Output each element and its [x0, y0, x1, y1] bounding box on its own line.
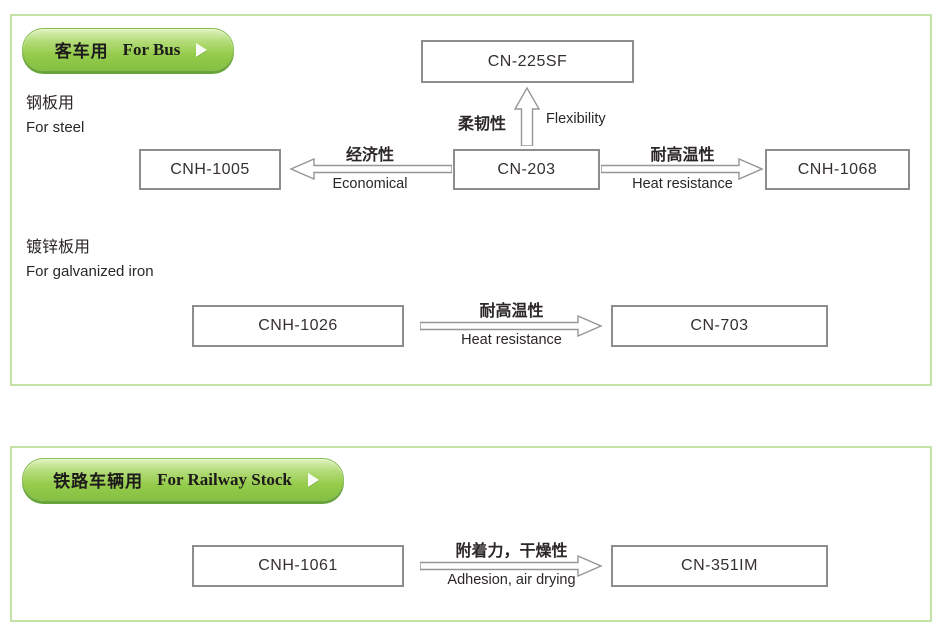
node-cn-225sf: CN-225SF: [421, 40, 634, 83]
flexibility-label-zh: 柔韧性: [457, 116, 506, 133]
railway-header-button[interactable]: 铁路车辆用 For Railway Stock: [22, 458, 344, 501]
bus-header-button[interactable]: 客车用 For Bus: [22, 28, 234, 71]
node-cn-203: CN-203: [453, 149, 600, 190]
arrow-right-icon: [601, 158, 764, 180]
node-cnh-1068: CNH-1068: [765, 149, 910, 190]
steel-label-zh: 钢板用: [26, 95, 75, 112]
steel-label-en: For steel: [26, 119, 85, 136]
play-arrow-icon: [307, 472, 319, 487]
flexibility-label-en: Flexibility: [546, 111, 606, 127]
galvanized-label-zh: 镀锌板用: [26, 239, 91, 256]
galvanized-label-en: For galvanized iron: [26, 263, 154, 280]
economical-label-zh: 经济性: [345, 147, 394, 164]
node-cnh-1061: CNH-1061: [192, 545, 404, 587]
railway-title-en: For Railway Stock: [157, 469, 292, 489]
adhesion-label-zh: 附着力，干燥性: [455, 543, 568, 560]
arrow-left-icon: [289, 158, 452, 180]
economical-label-en: Economical: [332, 176, 408, 192]
heat-galvanized-label-en: Heat resistance: [461, 332, 562, 348]
node-cnh-1026: CNH-1026: [192, 305, 404, 347]
arrow-up-icon: [514, 86, 540, 146]
adhesion-label-en: Adhesion, air drying: [447, 572, 576, 588]
steel-group-label: 钢板用 For steel: [26, 92, 84, 140]
heat-steel-label-en: Heat resistance: [632, 176, 733, 192]
arrow-right-icon: [420, 555, 603, 577]
node-cn-351im: CN-351IM: [611, 545, 828, 587]
heat-steel-label-zh: 耐高温性: [650, 147, 715, 164]
railway-title-zh: 铁路车辆用: [53, 472, 144, 491]
node-cnh-1005: CNH-1005: [139, 149, 281, 190]
play-arrow-icon: [196, 42, 208, 57]
bus-title-zh: 客车用: [54, 42, 109, 61]
node-cn-703: CN-703: [611, 305, 828, 347]
bus-title-en: For Bus: [122, 39, 181, 59]
arrow-right-icon: [420, 315, 603, 337]
heat-galvanized-label-zh: 耐高温性: [479, 303, 544, 320]
galvanized-group-label: 镀锌板用 For galvanized iron: [26, 236, 154, 284]
